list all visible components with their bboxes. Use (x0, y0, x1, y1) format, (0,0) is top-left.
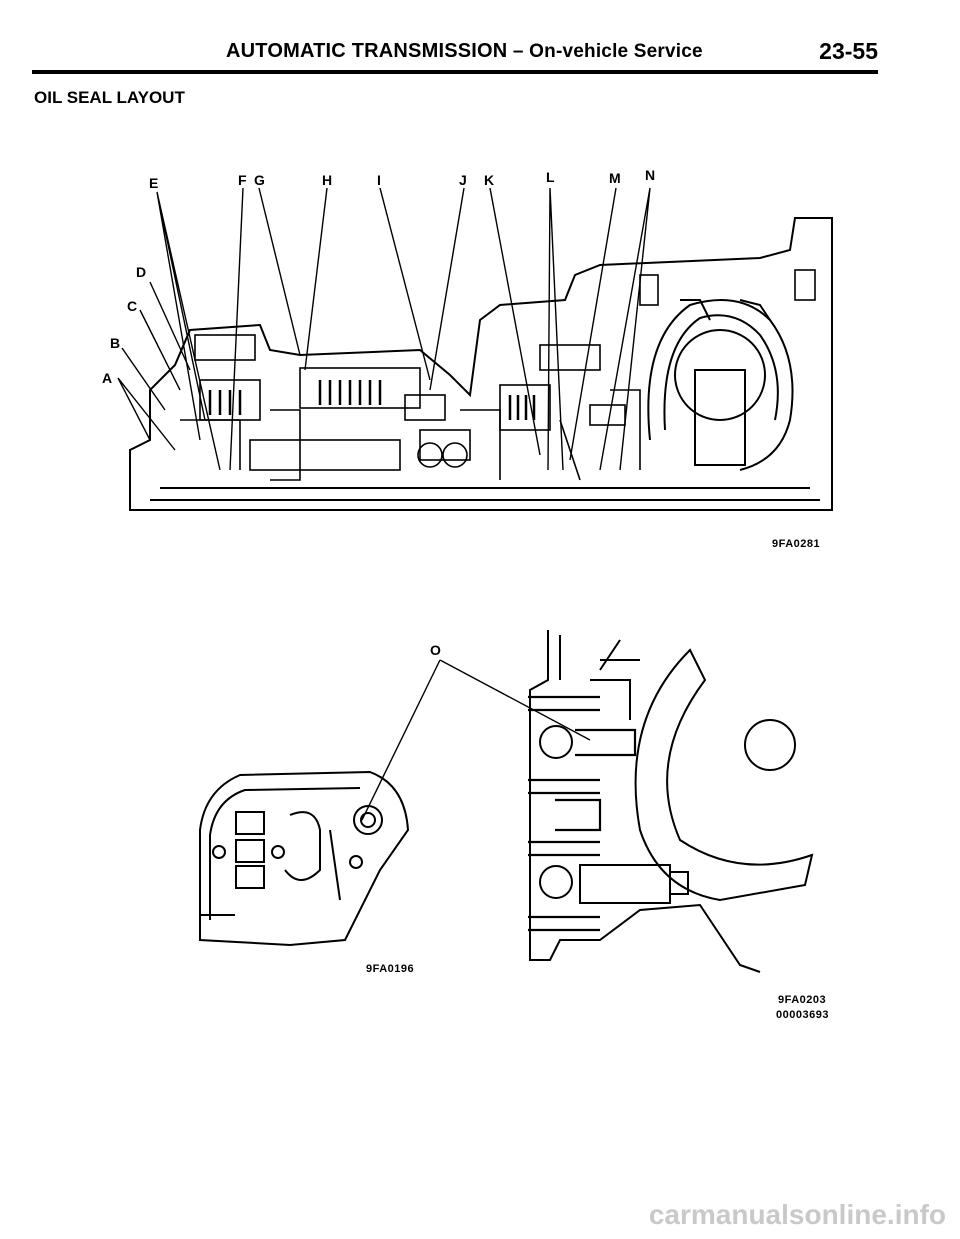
figure-code-top: 9FA0281 (772, 538, 821, 550)
title-dash: – (507, 41, 530, 62)
transmission-case-drawing (528, 630, 814, 973)
title-main: AUTOMATIC TRANSMISSION (226, 40, 508, 62)
callout-o: O (430, 642, 441, 658)
figure-code-bottom-right: 9FA0203 (778, 994, 827, 1006)
callout-e: E (149, 175, 159, 191)
callout-g: G (254, 172, 265, 188)
valve-body-drawing (199, 659, 591, 947)
page-number: 23-55 (819, 38, 878, 64)
section-title: OIL SEAL LAYOUT (34, 88, 185, 107)
page-title: AUTOMATIC TRANSMISSION – On-vehicle Serv… (226, 40, 703, 63)
callout-j: J (459, 172, 467, 188)
figure-code-bottom-left: 9FA0196 (366, 963, 415, 975)
page-header: AUTOMATIC TRANSMISSION – On-vehicle Serv… (32, 36, 878, 72)
callout-n: N (645, 167, 656, 183)
transmission-cross-section (117, 187, 833, 511)
callout-k: K (484, 172, 495, 188)
callout-b: B (110, 335, 121, 351)
callout-l: L (546, 169, 555, 185)
callout-f: F (238, 172, 247, 188)
document-number: 00003693 (776, 1009, 829, 1021)
callout-c: C (127, 298, 138, 314)
callout-a: A (102, 370, 113, 386)
callout-d: D (136, 264, 147, 280)
watermark: carmanualsonline.info (648, 1199, 946, 1230)
callout-h: H (322, 172, 333, 188)
callout-m: M (609, 170, 621, 186)
title-sub: On-vehicle Service (529, 41, 703, 62)
header-rule (32, 70, 878, 74)
callout-i: I (377, 172, 381, 188)
